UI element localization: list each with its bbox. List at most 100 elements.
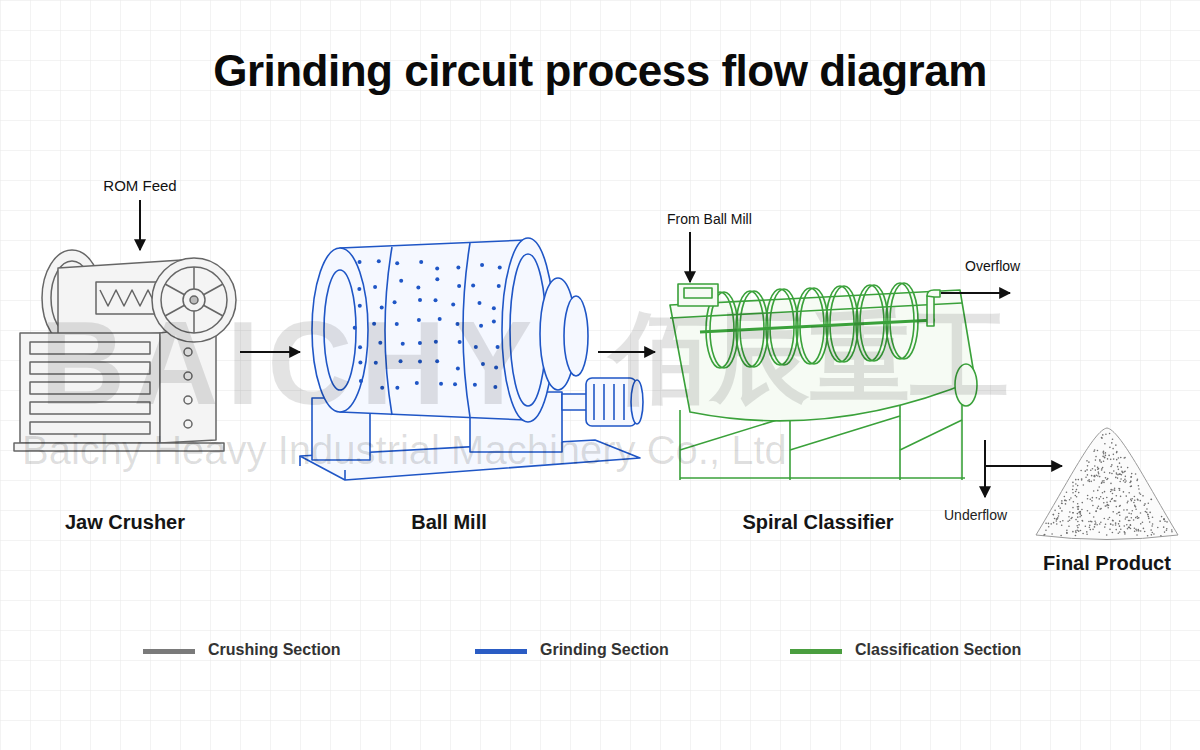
product-grain-dot — [1130, 486, 1132, 488]
product-grain-dot — [1113, 470, 1115, 472]
product-grain-dot — [1056, 518, 1058, 520]
product-grain-dot — [1136, 530, 1138, 532]
product-grain-dot — [1119, 488, 1121, 490]
product-grain-dot — [1128, 527, 1130, 529]
equipment-name: Spiral Classifier — [742, 510, 893, 534]
product-grain-dot — [1101, 469, 1103, 471]
product-grain-dot — [1093, 479, 1095, 481]
product-grain-dot — [1077, 506, 1079, 508]
product-grain-dot — [1120, 496, 1122, 498]
product-grain-dot — [1115, 529, 1117, 531]
product-grain-dot — [1130, 476, 1132, 478]
product-grain-dot — [1051, 533, 1053, 535]
flow-label: From Ball Mill — [667, 211, 752, 227]
product-grain-dot — [1160, 535, 1162, 537]
product-grain-dot — [1140, 530, 1142, 532]
product-grain-dot — [1103, 480, 1105, 482]
product-grain-dot — [1075, 530, 1077, 532]
product-grain-dot — [1089, 481, 1091, 483]
product-grain-dot — [1112, 448, 1114, 450]
product-grain-dot — [1164, 531, 1166, 533]
product-grain-dot — [1095, 459, 1097, 461]
product-grain-dot — [1110, 459, 1112, 461]
product-grain-dot — [1061, 524, 1063, 526]
product-grain-dot — [1135, 506, 1137, 508]
product-grain-dot — [1089, 499, 1091, 501]
product-grain-dot — [1139, 492, 1141, 494]
product-grain-dot — [1064, 500, 1066, 502]
product-grain-dot — [1087, 465, 1089, 467]
product-grain-dot — [1072, 531, 1074, 533]
product-grain-dot — [1048, 526, 1050, 528]
product-grain-dot — [1130, 524, 1132, 526]
product-grain-dot — [1066, 532, 1068, 534]
product-grain-dot — [1128, 512, 1130, 514]
product-grain-dot — [1095, 511, 1097, 513]
product-grain-dot — [1119, 462, 1121, 464]
product-grain-dot — [1119, 489, 1121, 491]
product-grain-dot — [1124, 481, 1126, 483]
product-grain-dot — [1054, 518, 1056, 520]
product-grain-dot — [1075, 532, 1077, 534]
product-grain-dot — [1075, 483, 1077, 485]
product-grain-dot — [1056, 518, 1058, 520]
grinding-ball-dot — [377, 259, 381, 263]
product-grain-dot — [1147, 502, 1149, 504]
product-grain-dot — [1125, 518, 1127, 520]
product-grain-dot — [1125, 476, 1127, 478]
product-grain-dot — [1112, 493, 1114, 495]
product-grain-dot — [1117, 477, 1119, 479]
product-grain-dot — [1134, 499, 1136, 501]
product-grain-dot — [1085, 476, 1087, 478]
product-grain-dot — [1139, 500, 1141, 502]
product-grain-dot — [1100, 496, 1102, 498]
product-grain-dot — [1097, 450, 1099, 452]
product-grain-dot — [1148, 516, 1150, 518]
product-grain-dot — [1061, 503, 1063, 505]
product-grain-dot — [1080, 511, 1082, 513]
product-grain-dot — [1059, 521, 1061, 523]
product-grain-dot — [1151, 534, 1153, 536]
product-grain-dot — [1115, 500, 1117, 502]
product-grain-dot — [1157, 527, 1159, 529]
product-grain-dot — [1098, 471, 1100, 473]
product-grain-dot — [1075, 479, 1077, 481]
product-grain-dot — [1143, 505, 1145, 507]
product-grain-dot — [1138, 488, 1140, 490]
product-grain-dot — [1077, 521, 1079, 523]
legend-swatch — [790, 649, 842, 654]
product-grain-dot — [1058, 505, 1060, 507]
product-grain-dot — [1104, 456, 1106, 458]
product-grain-dot — [1087, 498, 1089, 500]
product-grain-dot — [1126, 524, 1128, 526]
product-grain-dot — [1053, 514, 1055, 516]
product-grain-dot — [1127, 501, 1129, 503]
product-grain-dot — [1114, 489, 1116, 491]
product-grain-dot — [1087, 474, 1089, 476]
product-grain-dot — [1091, 521, 1093, 523]
product-grain-dot — [1111, 498, 1113, 500]
product-grain-dot — [1113, 458, 1115, 460]
product-grain-dot — [1142, 521, 1144, 523]
product-grain-dot — [1114, 487, 1116, 489]
product-grain-dot — [1078, 512, 1080, 514]
product-grain-dot — [1077, 485, 1079, 487]
product-grain-dot — [1103, 498, 1105, 500]
product-grain-dot — [1131, 517, 1133, 519]
product-grain-dot — [1088, 461, 1090, 463]
product-grain-dot — [1106, 479, 1108, 481]
product-grain-dot — [1119, 511, 1121, 513]
product-grain-dot — [1143, 528, 1145, 530]
product-grain-dot — [1099, 476, 1101, 478]
equipment-node: Final Product — [1062, 420, 1162, 580]
legend-text: Crushing Section — [208, 641, 340, 659]
product-grain-dot — [1086, 460, 1088, 462]
product-grain-dot — [1135, 473, 1137, 475]
product-grain-dot — [1104, 457, 1106, 459]
product-grain-dot — [1043, 534, 1045, 536]
product-grain-dot — [1058, 513, 1060, 515]
product-grain-dot — [1091, 475, 1093, 477]
product-grain-dot — [1097, 469, 1099, 471]
product-grain-dot — [1163, 526, 1165, 528]
product-grain-dot — [1088, 521, 1090, 523]
